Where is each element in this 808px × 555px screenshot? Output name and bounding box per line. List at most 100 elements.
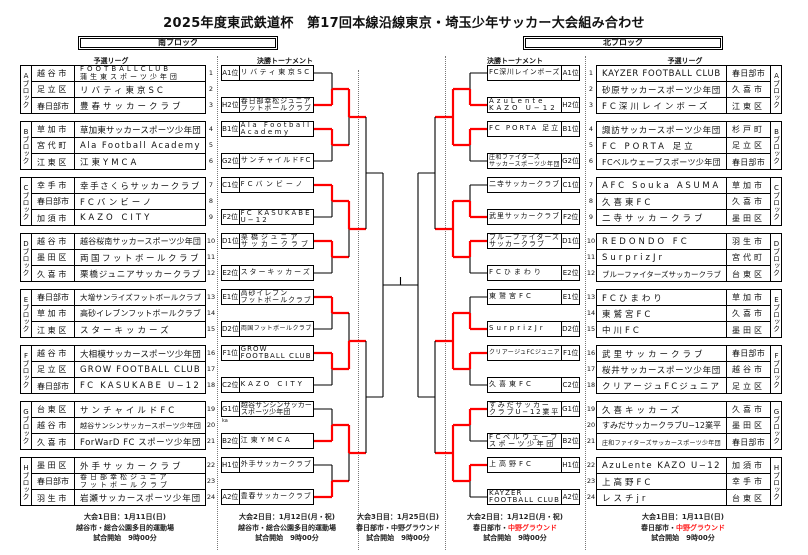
info-date: 大会2日目：1月12日(月・祝) <box>467 513 563 521</box>
team-city: 越谷市 <box>32 234 75 250</box>
team-city: 足立区 <box>727 378 771 394</box>
team-number: 19 <box>586 405 596 413</box>
slot-team-name: 両国フットボールクラブ <box>240 325 312 333</box>
slot-rank: F2位 <box>561 210 579 224</box>
team-city: 台東区 <box>727 266 771 282</box>
slot-team-name: 高砂イレブン フットボールクラブ <box>240 290 312 304</box>
team-name: 両国フットボールクラブ <box>75 250 206 266</box>
team-name: GROW FOOTBALL CLUB <box>75 362 206 378</box>
team-name: 武里サッカークラブ <box>597 346 727 362</box>
info-venue: 春日部市・中野グラウンド <box>460 523 570 534</box>
team-name: FCベルウェーブスポーツ少年団 <box>597 154 727 170</box>
team-name: FC深川レインボーズ <box>597 98 727 114</box>
team-city: 春日部市 <box>32 378 75 394</box>
north-league-info: 大会1日目：1月11日(日) 春日部市・中野グラウンド 試合開始 9時00分 <box>623 512 743 544</box>
info-start: 試合開始 9時00分 <box>366 534 430 542</box>
slot-team-name: 外手サッカークラブ <box>240 460 312 469</box>
team-number: 17 <box>206 365 216 373</box>
team-number: 6 <box>208 157 214 165</box>
slot-rank: D2位 <box>222 322 240 336</box>
team-number: 3 <box>588 101 594 109</box>
final-info: 大会3日目：1月25日(日) 春日部市・中野グラウンド 試合開始 9時00分 <box>353 512 443 544</box>
team-name: 庄和ファイターズサッカースポーツ少年団 <box>597 434 727 450</box>
group-label: Cブロック <box>772 184 781 220</box>
team-name: AzuLente KAZO U−12 <box>597 458 727 474</box>
team-name: すみだサッカークラブU−12業平 <box>597 418 727 434</box>
team-city: 春日部市 <box>727 66 771 82</box>
team-city: 宮代町 <box>727 250 771 266</box>
slot-rank: G2位 <box>561 154 579 168</box>
team-name: FCひまわり <box>597 290 727 306</box>
team-city: 久喜市 <box>32 266 75 282</box>
group-label: Aブロック <box>772 72 781 108</box>
slot-rank: H1位 <box>222 458 240 472</box>
slot-rank: H2位 <box>561 98 579 112</box>
slot-rank: C1位 <box>561 178 579 192</box>
slot-team-name: 久喜東FC <box>489 380 534 389</box>
team-name: レスチjr <box>597 490 727 506</box>
team-name: 春日部幸松ジュニア フットボールクラブ <box>75 474 206 490</box>
team-name: クリアージュFCジュニア <box>597 378 727 394</box>
team-name: FCバンビーノ <box>75 194 206 210</box>
team-number: 18 <box>206 381 216 389</box>
south-tournament-slot: B2位江東YMCA <box>221 433 314 449</box>
slot-team-name: FC PORTA 足立 <box>489 124 560 133</box>
team-number: 13 <box>586 293 596 301</box>
team-number: 5 <box>588 141 594 149</box>
team-number: 3 <box>208 101 214 109</box>
team-city: 春日部市 <box>727 346 771 362</box>
group-label: Eブロック <box>772 296 781 332</box>
team-number: 7 <box>208 181 214 189</box>
team-name: 砂原サッカースポーツ少年団 <box>597 82 727 98</box>
team-number: 9 <box>588 213 594 221</box>
team-number: 11 <box>206 253 216 261</box>
team-city: 江東区 <box>32 154 75 170</box>
slot-rank: G1位 <box>561 402 579 416</box>
team-city: 台東区 <box>32 402 75 418</box>
slot-team-name: 東鷲宮FC <box>489 292 534 301</box>
team-name: 外手サッカークラブ <box>75 458 206 474</box>
team-city: 羽生市 <box>32 490 75 506</box>
team-number: 6 <box>588 157 594 165</box>
team-name: 久喜キッカーズ <box>597 402 727 418</box>
team-name: KAYZER FOOTBALL CLUB <box>597 66 727 82</box>
team-name: 栗橋ジュニアサッカークラブ <box>80 270 201 280</box>
team-city: 久喜市 <box>32 434 75 450</box>
team-city: 墨田区 <box>32 458 75 474</box>
team-name: 高砂イレブンフットボールクラブ <box>75 306 206 322</box>
team-city: 杉戸町 <box>727 122 771 138</box>
team-city: 久喜市 <box>727 402 771 418</box>
slot-team-name: スターキッカーズ <box>240 268 312 277</box>
team-city: 幸手市 <box>727 474 771 490</box>
south-tournament-label: 決勝トーナメント <box>257 57 313 65</box>
south-league-label: 予選リーグ <box>93 57 129 65</box>
team-city: 越谷市 <box>32 346 75 362</box>
slot-team-name: サンチャイルドFC <box>240 156 312 165</box>
team-city: 加須市 <box>32 210 75 226</box>
south-league-info: 大会1日目：1月11日(日) 越谷市・総合公園多目的運動場 試合開始 9時00分 <box>65 512 185 544</box>
slot-team-name: ブルーファイターズ サッカークラブ <box>489 234 561 248</box>
slot-team-name: すみだサッカー クラブU−12業平 <box>489 402 561 416</box>
group-label: Dブロック <box>21 234 32 282</box>
team-number: 10 <box>586 237 596 245</box>
team-name: 上高野FC <box>597 474 727 490</box>
team-name: 中川FC <box>597 322 727 338</box>
slot-rank: F1位 <box>561 346 579 360</box>
team-city: 越谷市 <box>32 418 75 434</box>
group-label: Aブロック <box>21 66 32 114</box>
team-number: 24 <box>206 493 216 501</box>
group-label: Eブロック <box>21 290 32 338</box>
south-tournament-slot: G2位サンチャイルドFC <box>221 153 314 169</box>
team-name: リバティ東京SC <box>75 82 206 98</box>
slot-rank: A2位 <box>222 490 240 504</box>
